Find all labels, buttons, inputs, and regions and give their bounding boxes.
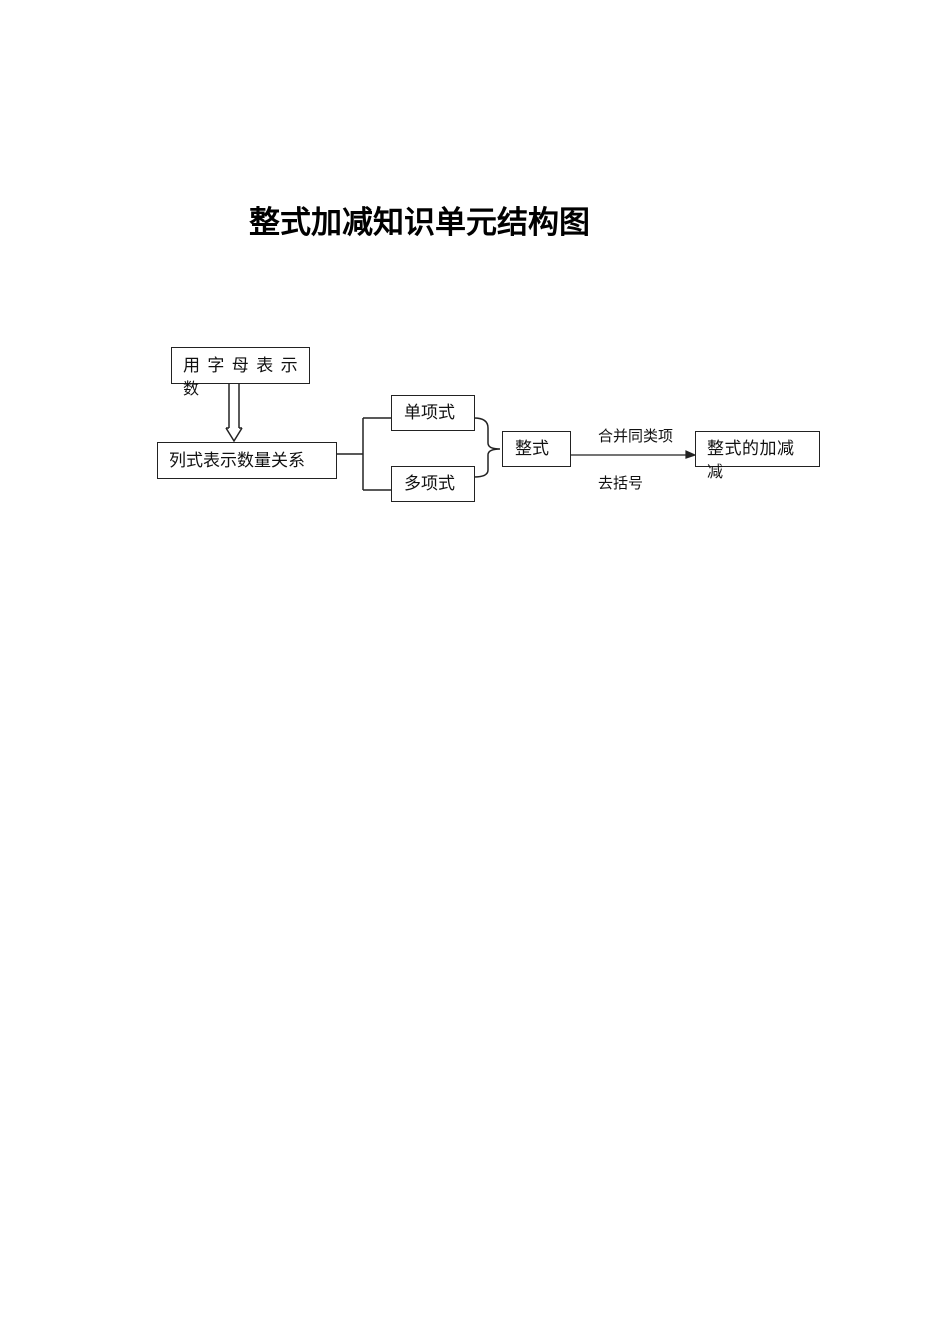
curly-brace (473, 417, 501, 478)
node-relation (157, 442, 337, 479)
node-letters (171, 347, 310, 384)
node-result-line1: 整式的加减 (707, 439, 795, 459)
node-monomial-label: 单项式 (404, 403, 455, 423)
node-integral (502, 431, 571, 467)
node-result-line2: 减 (707, 462, 724, 481)
edge-label-brackets: 去括号 (598, 474, 644, 492)
edge-label-combine: 合并同类项 (598, 427, 674, 445)
page-title: 整式加减知识单元结构图 (249, 205, 590, 241)
node-integral-label: 整式 (515, 439, 549, 459)
node-polynomial-label: 多项式 (404, 474, 455, 494)
node-relation-label: 列式表示数量关系 (169, 451, 305, 471)
node-letters-line1: 用 字 母 表 示 (183, 356, 299, 376)
split-bracket (336, 417, 391, 491)
node-polynomial (391, 466, 475, 502)
node-result (695, 431, 820, 467)
down-arrow-icon (225, 383, 243, 443)
right-arrow-icon (570, 450, 697, 459)
node-letters-line2: 数 (183, 379, 200, 398)
node-monomial (391, 395, 475, 431)
